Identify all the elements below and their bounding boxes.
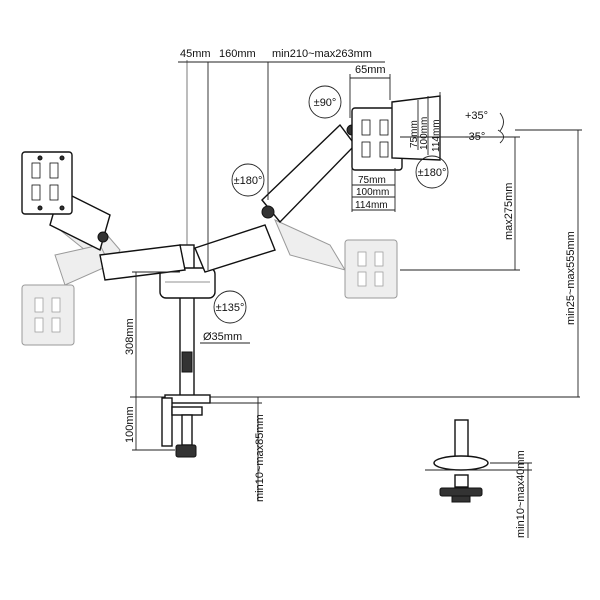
- rotation-badge-135: ±135°: [213, 290, 247, 324]
- grommet-mount: [425, 419, 500, 503]
- desk-clamp: [130, 394, 580, 458]
- dim-308: 308mm: [124, 318, 136, 355]
- dim-height-range: min25~max555mm: [565, 231, 577, 325]
- svg-text:±135°: ±135°: [216, 302, 245, 314]
- base-hub: [159, 267, 216, 299]
- tilt-down: -35°: [465, 131, 485, 143]
- dim-75-h: 75mm: [358, 175, 386, 186]
- dim-clamp-100: 100mm: [124, 406, 136, 443]
- dim-45: 45mm: [180, 48, 211, 60]
- dim-75-v: 75mm: [409, 120, 420, 148]
- svg-text:±180°: ±180°: [234, 175, 263, 187]
- dim-desk-clamp: min10~max85mm: [254, 414, 266, 502]
- dim-65: 65mm: [355, 64, 386, 76]
- dim-114-v: 114mm: [431, 119, 442, 152]
- dim-100-h: 100mm: [356, 187, 389, 198]
- dim-160: 160mm: [219, 48, 256, 60]
- dimension-lines: [132, 61, 582, 538]
- dim-114-h: 114mm: [355, 200, 388, 211]
- pole: [179, 60, 195, 398]
- dim-100-v: 100mm: [419, 117, 430, 150]
- svg-text:±180°: ±180°: [418, 167, 447, 179]
- tilt-up: +35°: [465, 110, 488, 122]
- right-arm: [194, 107, 403, 273]
- ghost-right-arm: [274, 219, 398, 299]
- left-arm: [21, 151, 186, 281]
- rotation-badge-180-arm: ±180°: [231, 163, 265, 197]
- dim-pole: Ø35mm: [203, 331, 242, 343]
- rotation-badge-180-head: ±180°: [415, 155, 449, 189]
- dim-desk-grommet: min10~max40mm: [515, 450, 527, 538]
- rotation-badge-90: ±90°: [308, 85, 342, 119]
- svg-text:±90°: ±90°: [314, 97, 337, 109]
- dim-max275: max275mm: [503, 183, 515, 240]
- dim-reach: min210~max263mm: [272, 48, 372, 60]
